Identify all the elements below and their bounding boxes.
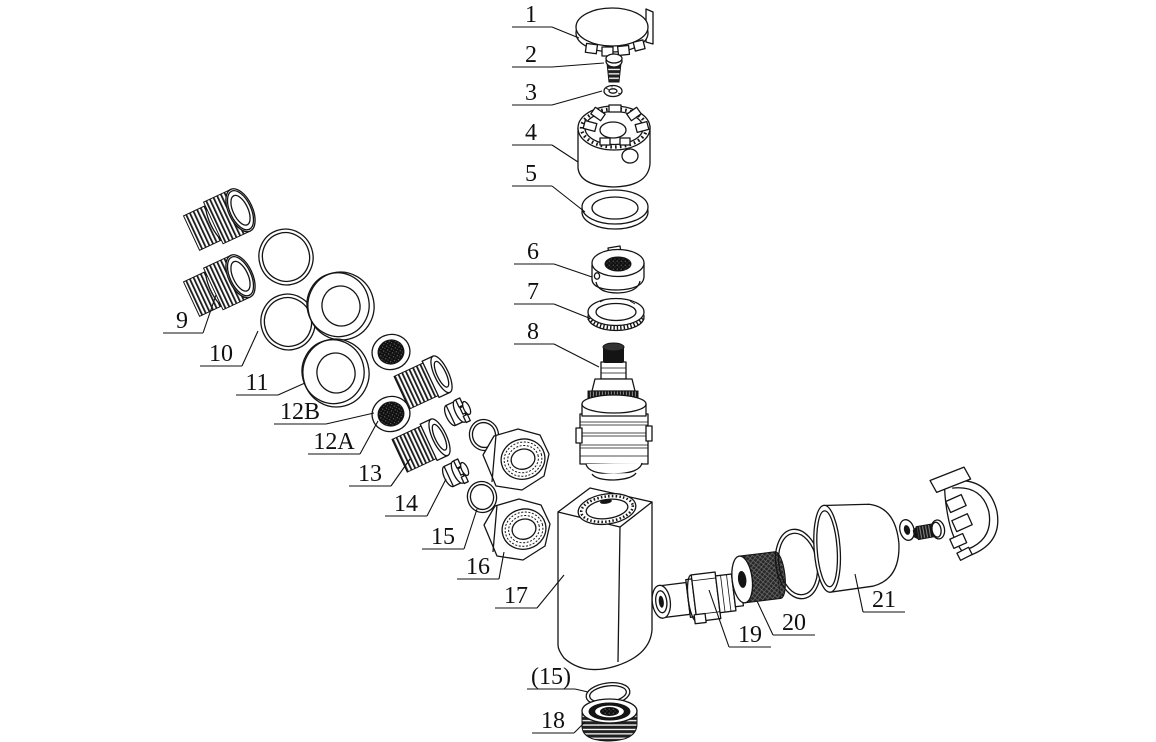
part-1-handle-cap [575,7,654,57]
label-17: 17 [495,574,565,609]
label-2: 2 [512,42,605,68]
part-7-spline-ring [587,297,645,332]
label-15: 15 [422,508,478,550]
part-16-cap-nut-upper [482,428,551,491]
label-6: 6 [514,239,593,278]
label-16-text: 16 [466,554,490,580]
label-1-text: 1 [525,2,537,28]
part-18-outlet-fitting [581,698,638,742]
label-14: 14 [385,478,447,517]
label-18: 18 [532,708,586,734]
part-14-check-valve-lower [438,456,474,491]
label-10-text: 10 [209,341,233,367]
part-6-stop-collar [591,245,645,294]
label-15p-text: (15) [531,664,571,690]
label-17-text: 17 [504,583,528,609]
label-7: 7 [514,279,590,319]
label-12a-text: 12A [313,429,355,455]
label-15p: (15) [527,664,589,693]
part-9-inlet-fitting-lower [181,249,262,321]
label-11-text: 11 [245,370,268,396]
label-6-text: 6 [527,239,539,265]
part-14-check-valve-upper [440,395,476,430]
part-21-handle-sleeve [813,503,900,593]
label-9: 9 [163,294,217,334]
part-4-handle-hub [577,104,651,188]
handle-insert [929,466,999,561]
label-4: 4 [512,120,579,163]
part-10-oring-upper [251,221,321,293]
label-7-text: 7 [527,279,539,305]
label-4-text: 4 [525,120,537,146]
label-3-text: 3 [525,80,537,106]
label-8: 8 [514,319,600,368]
part-17-valve-body [557,487,653,671]
label-20: 20 [756,600,815,636]
part-2-handle-screw [605,53,623,83]
label-18-text: 18 [541,708,565,734]
label-14-text: 14 [394,491,418,517]
label-5: 5 [512,161,586,213]
label-21-text: 21 [872,587,896,613]
label-11: 11 [236,370,306,396]
label-12b-text: 12B [280,399,320,425]
part-3-star-washer [603,84,623,98]
label-13: 13 [349,458,411,487]
label-8-text: 8 [527,319,539,345]
label-19-text: 19 [738,622,762,648]
part-5-trim-ring [581,189,649,230]
label-3: 3 [512,80,603,106]
label-9-text: 9 [176,308,188,334]
label-1: 1 [512,2,580,39]
label-19: 19 [708,589,771,648]
washer-small [899,519,915,541]
screw-small [912,519,946,541]
label-13-text: 13 [358,461,382,487]
part-19-flow-cartridge [651,571,764,625]
label-16: 16 [457,551,505,580]
label-5-text: 5 [525,161,537,187]
label-15-text: 15 [431,524,455,550]
part-16-cap-nut-lower [483,498,552,561]
label-12b: 12B [274,399,375,425]
part-9-inlet-fitting-upper [181,183,262,255]
part-12-filter-washer-upper [367,329,415,375]
part-8-thermostatic-cartridge [575,342,653,481]
label-12a: 12A [308,420,379,455]
label-2-text: 2 [525,42,537,68]
label-21: 21 [854,573,905,613]
label-20-text: 20 [782,610,806,636]
label-10: 10 [200,330,259,367]
